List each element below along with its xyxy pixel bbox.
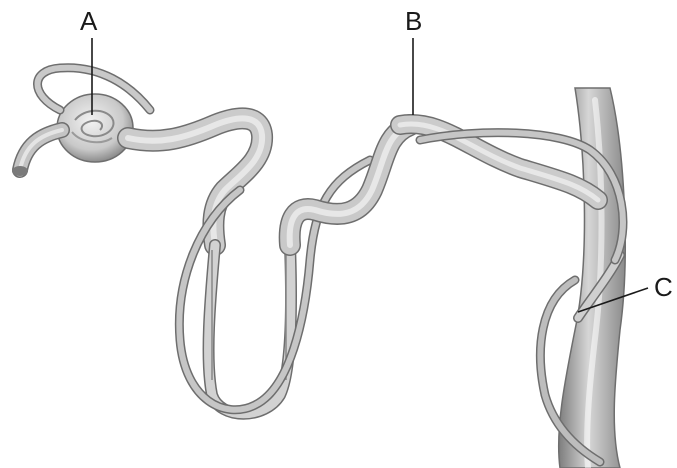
ascending-limb bbox=[290, 125, 410, 245]
label-a: A bbox=[80, 6, 98, 36]
proximal-tubule bbox=[128, 118, 262, 245]
label-c: C bbox=[654, 272, 673, 302]
label-b-group: B bbox=[405, 6, 422, 115]
label-b: B bbox=[405, 6, 422, 36]
